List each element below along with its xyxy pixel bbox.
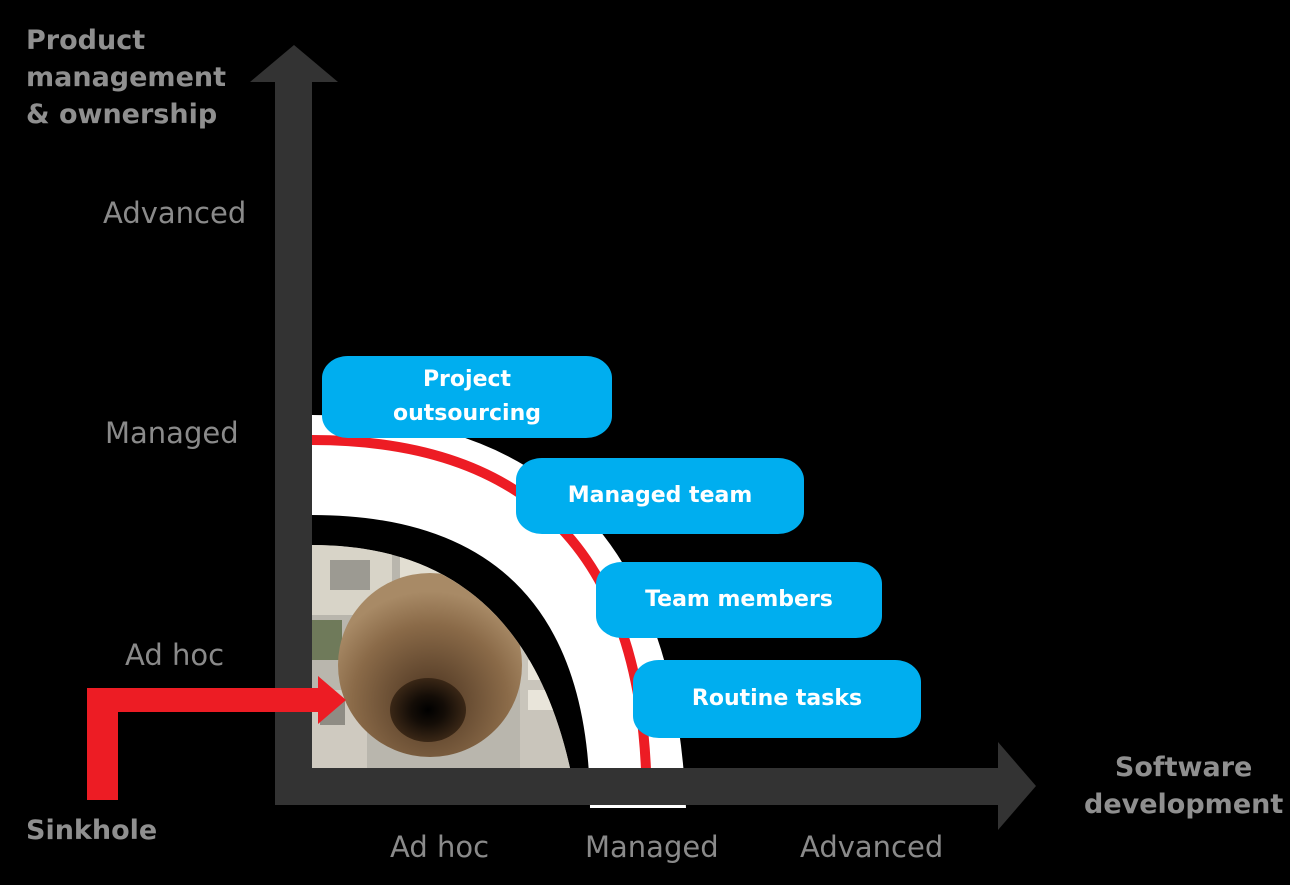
pill-routine-tasks: Routine tasks <box>633 660 921 738</box>
sinkhole-label: Sinkhole <box>26 815 158 846</box>
y-axis-title: Product management & ownership <box>26 25 227 130</box>
x-tick-managed: Managed <box>585 830 719 864</box>
pill-project-outsourcing: Project outsourcing <box>322 356 612 438</box>
pill-team-members: Team members <box>596 562 882 638</box>
red-bent-arrow <box>87 688 322 800</box>
y-tick-managed: Managed <box>105 416 239 450</box>
white-arc-band <box>312 415 686 808</box>
arrow-right <box>998 742 1036 830</box>
x-tick-advanced: Advanced <box>800 830 944 864</box>
pill-managed-team: Managed team <box>516 458 804 534</box>
x-axis-title: Software development <box>1084 752 1284 820</box>
x-tick-ad-hoc: Ad hoc <box>390 830 490 864</box>
arrow-up <box>250 45 338 82</box>
y-axis-shaft <box>275 82 312 805</box>
x-axis-shaft <box>275 768 1000 805</box>
y-tick-ad-hoc: Ad hoc <box>125 638 225 672</box>
y-tick-advanced: Advanced <box>103 196 247 230</box>
red-arrow-head <box>318 676 346 724</box>
